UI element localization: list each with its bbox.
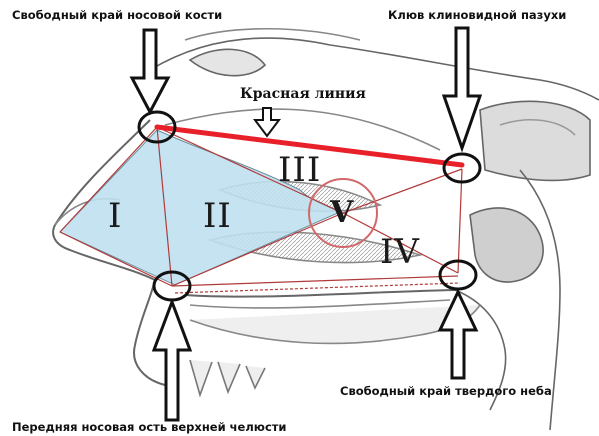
label-hard-palate-edge: Свободный край твердого неба: [340, 384, 552, 398]
label-sphenoid-beak: Клюв клиновидной пазухи: [388, 8, 566, 22]
arrow-hard-palate: [440, 292, 476, 378]
region-label-3: III: [278, 150, 321, 190]
arrow-red-line: [255, 108, 279, 136]
region-label-4: IV: [380, 232, 420, 272]
region-label-2: II: [203, 196, 232, 236]
arrow-nasal-bone: [132, 30, 168, 112]
arrow-sphenoid-beak: [444, 28, 480, 148]
region-label-1: I: [108, 196, 122, 236]
label-red-line: Красная линия: [240, 86, 366, 102]
arrow-anterior-spine: [154, 302, 190, 420]
label-anterior-nasal-spine: Передняя носовая ость верхней челюсти: [12, 420, 286, 434]
region-label-5: V: [330, 195, 354, 230]
label-nasal-bone-edge: Свободный край носовой кости: [12, 8, 222, 22]
